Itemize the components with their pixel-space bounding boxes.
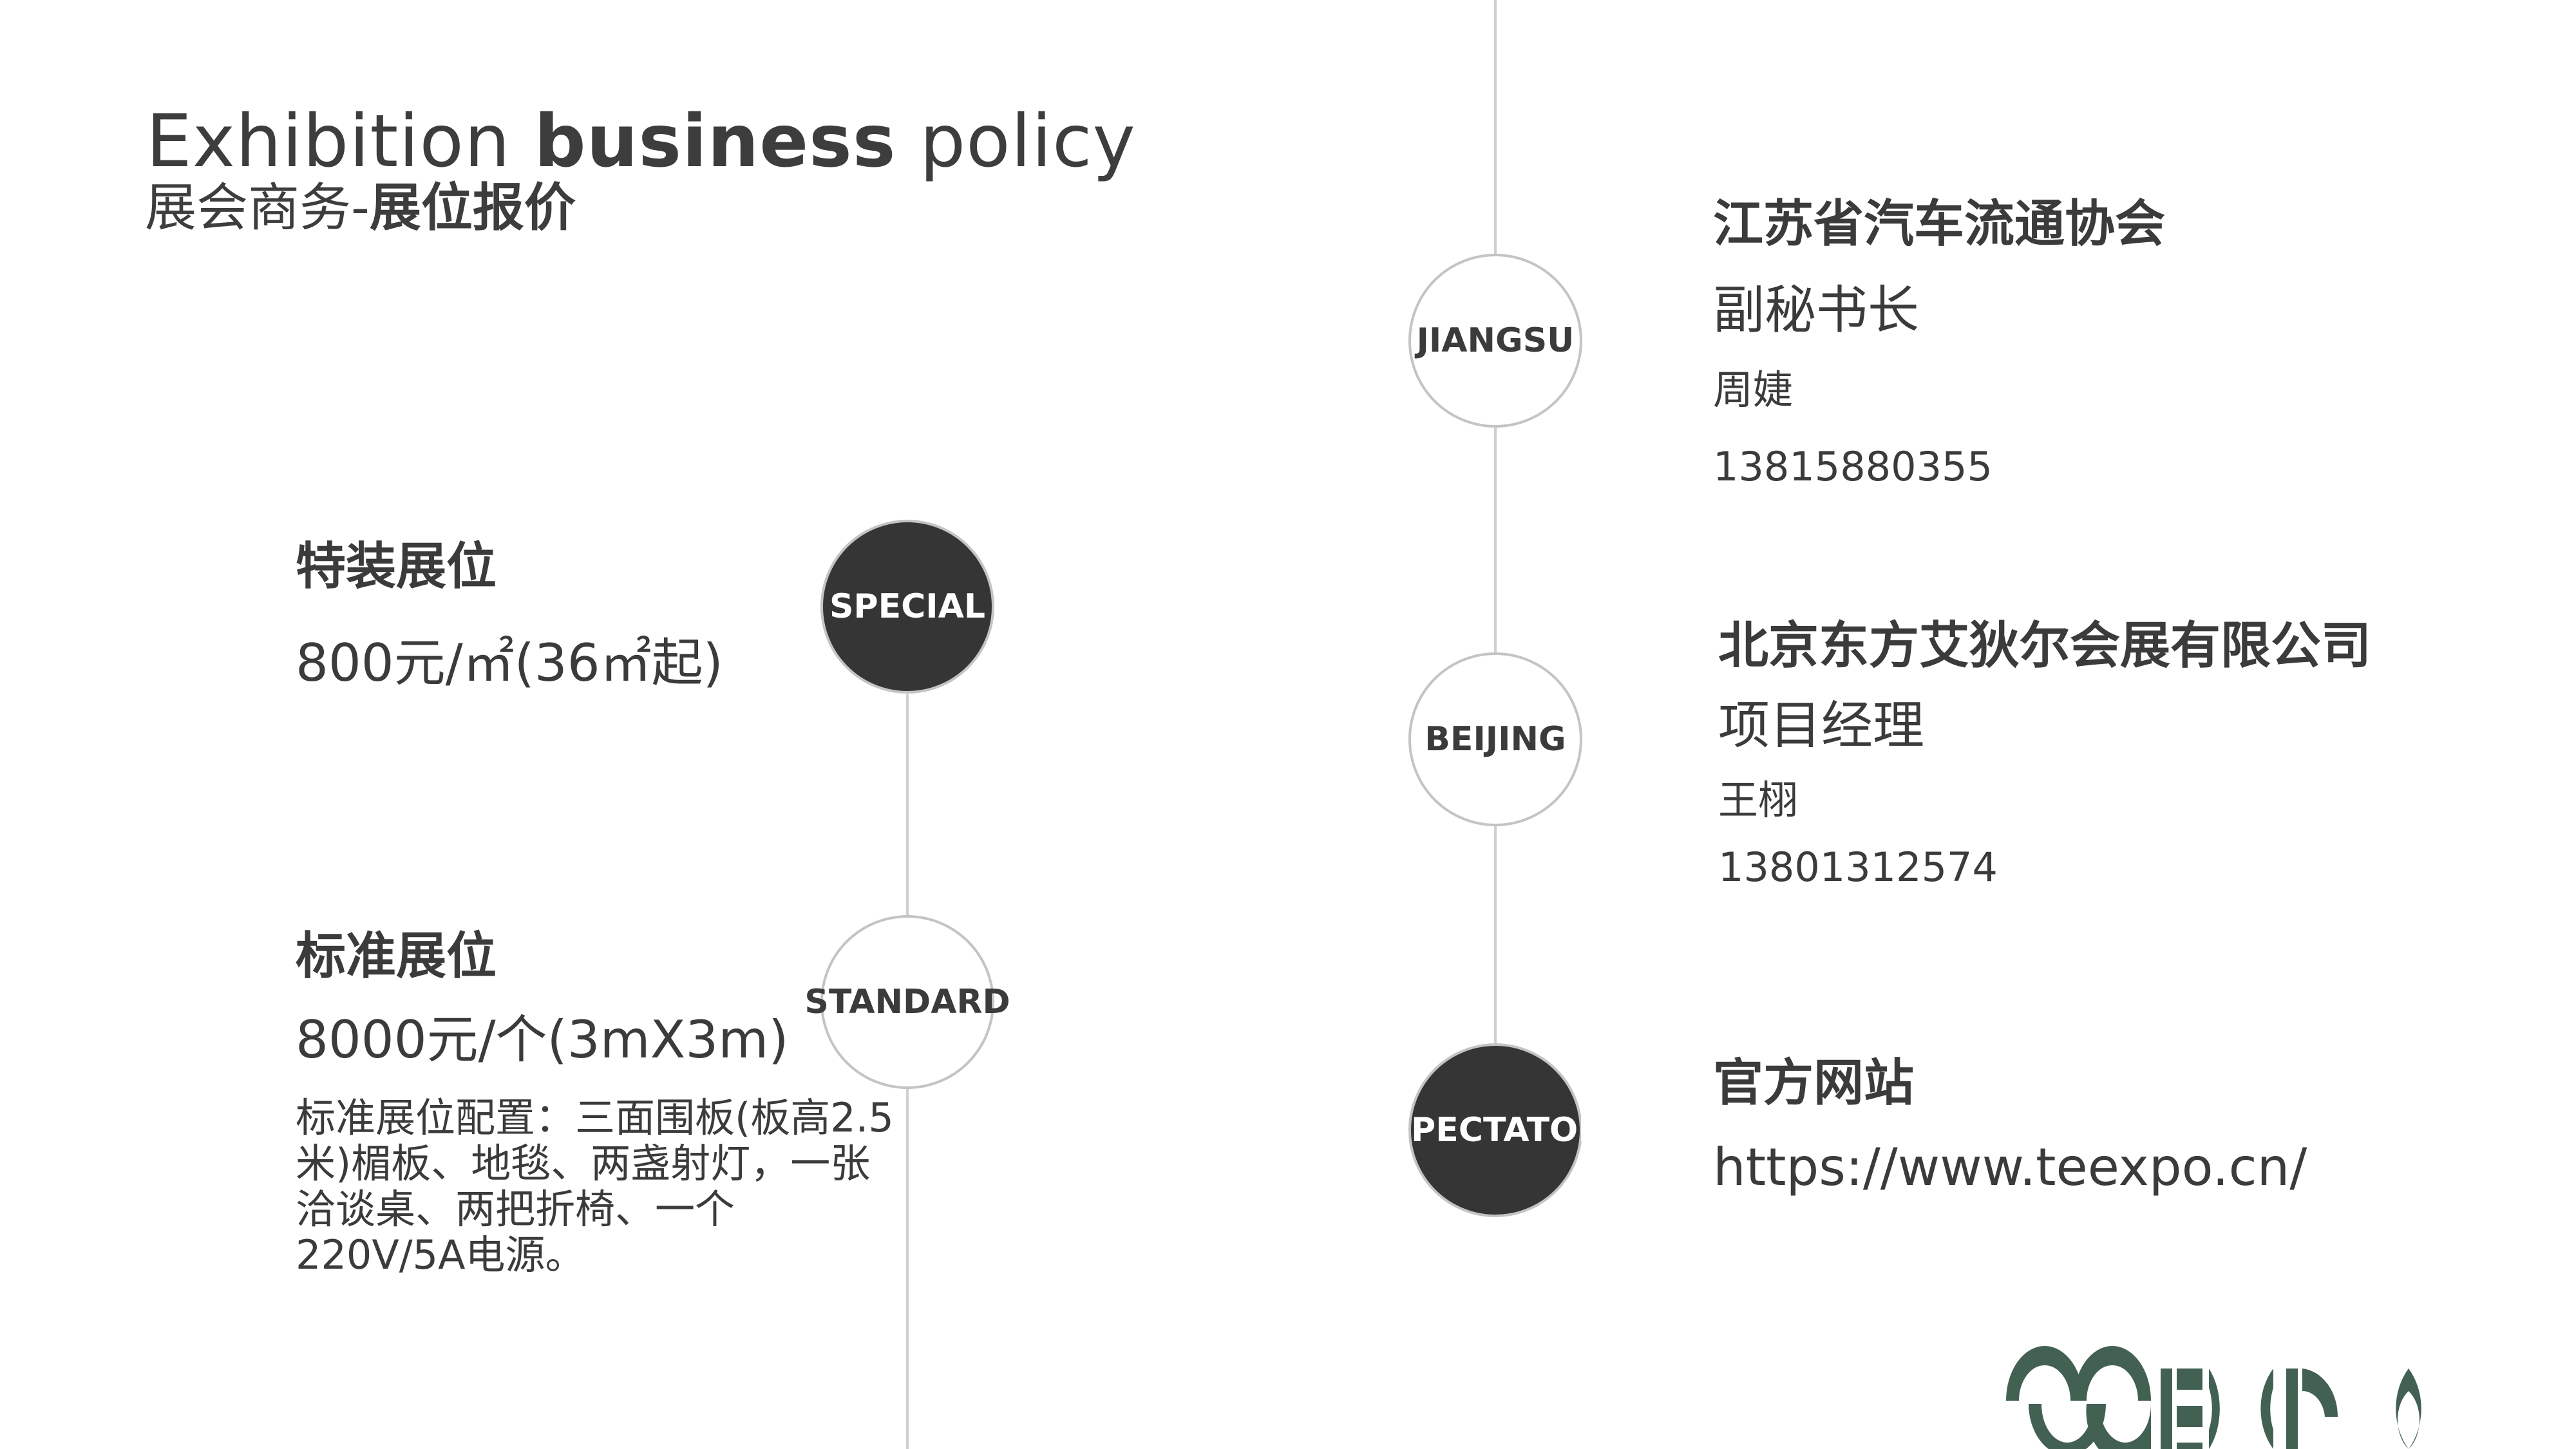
teexpo-logo (2006, 1346, 2421, 1449)
beijing-org: 北京东方艾狄尔会展有限公司 (1718, 617, 2372, 675)
standard-badge: STANDARD (804, 915, 1010, 1089)
beijing-title: 项目经理 (1718, 696, 1924, 755)
beijing-person: 王栩 (1718, 777, 1799, 824)
website-url[interactable]: https://www.teexpo.cn/ (1713, 1137, 2307, 1197)
subtitle-bold: 展位报价 (369, 178, 576, 238)
jiangsu-badge: JIANGSU (1408, 254, 1582, 428)
jiangsu-title: 副秘书长 (1713, 280, 1919, 340)
special-badge: SPECIAL (820, 520, 994, 694)
right-timeline (1494, 0, 1497, 1050)
title-bold: business (534, 100, 896, 184)
title-prefix: Exhibition (146, 100, 535, 184)
title-suffix: policy (896, 100, 1136, 184)
standard-booth-description: 标准展位配置：三面围板(板高2.5米)楣板、地毯、两盏射灯，一张洽谈桌、两把折椅… (296, 1094, 894, 1278)
special-booth-title: 特装展位 (296, 538, 497, 596)
jiangsu-person: 周婕 (1713, 366, 1794, 413)
standard-booth-price: 8000元/个(3mX3m) (296, 1010, 789, 1070)
beijing-phone: 13801312574 (1718, 844, 1998, 891)
special-booth-price: 800元/㎡(36㎡起) (296, 633, 723, 693)
beijing-badge: BEIJING (1408, 652, 1582, 826)
jiangsu-org: 江苏省汽车流通协会 (1713, 195, 2166, 253)
page-subtitle: 展会商务-展位报价 (145, 179, 576, 237)
subtitle-prefix: 展会商务- (145, 178, 370, 238)
standard-booth-title: 标准展位 (296, 927, 497, 985)
spectator-badge: SPECTATOR (1387, 1043, 1604, 1217)
jiangsu-phone: 13815880355 (1713, 443, 1993, 490)
page-title: Exhibition business policy (146, 103, 1136, 180)
website-label: 官方网站 (1713, 1054, 1915, 1112)
